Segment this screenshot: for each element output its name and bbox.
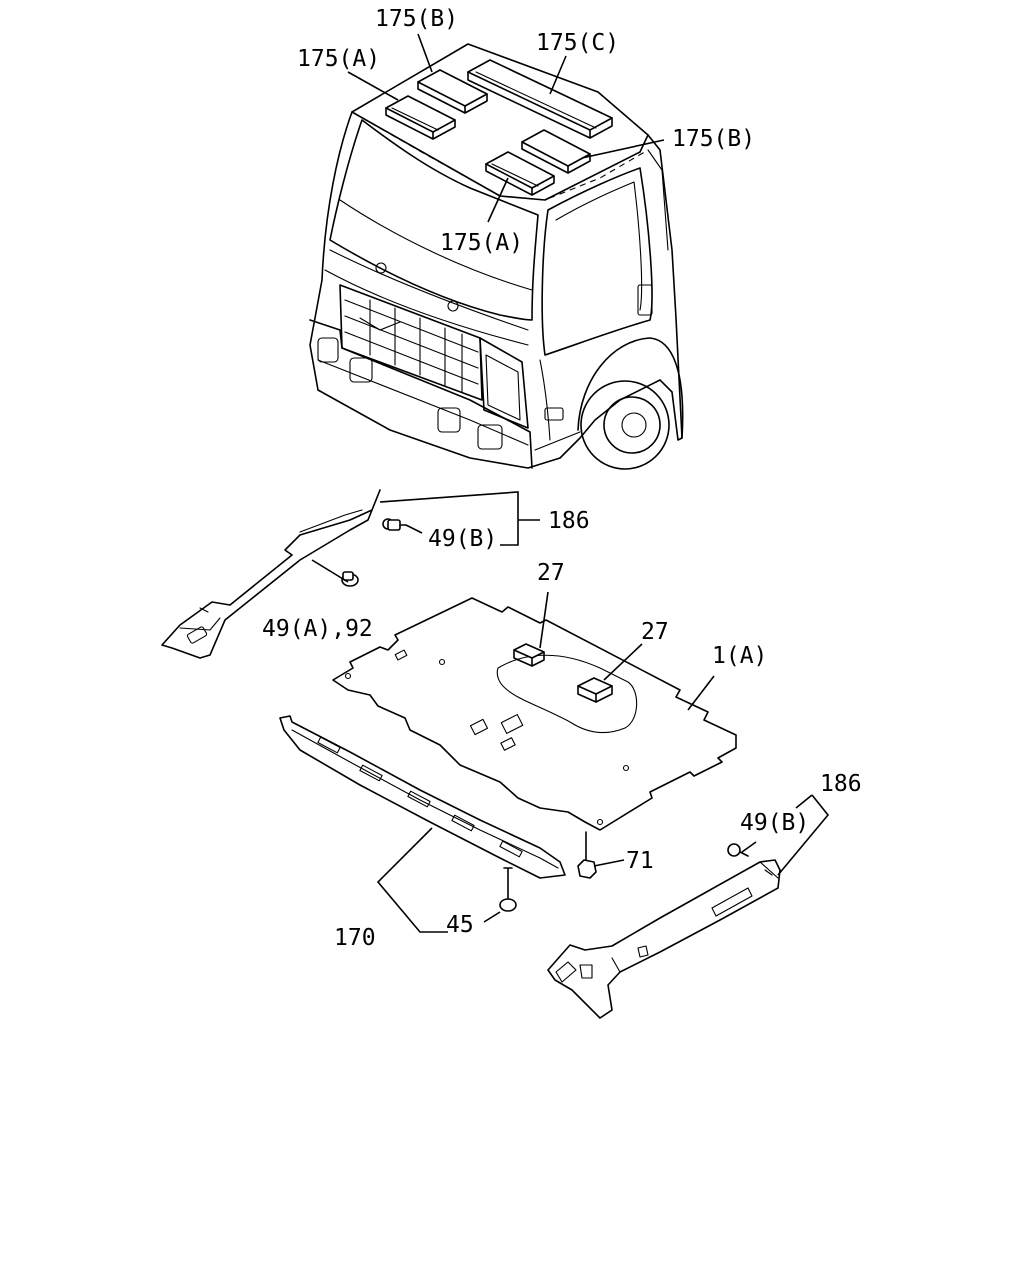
pad-175b-front — [417, 69, 488, 114]
pad-175a-rear — [485, 151, 555, 196]
roof-pads — [385, 59, 613, 196]
callout-27-a: 27 — [537, 560, 565, 586]
callout-45: 45 — [446, 912, 474, 938]
leader-lines — [311, 33, 830, 933]
callout-49a-92: 49(A),92 — [262, 616, 373, 642]
clip-49b-bottom — [727, 843, 749, 857]
pad-175c — [467, 59, 613, 139]
callout-175a-mid: 175(A) — [440, 230, 523, 256]
callout-1a: 1(A) — [712, 643, 767, 669]
callout-labels: 175(B) 175(A) 175(C) 175(B) 175(A) 186 4… — [262, 6, 862, 951]
right-pillar-trim — [547, 843, 781, 1019]
left-pillar-trim — [161, 489, 407, 659]
pad-27-a — [513, 643, 545, 667]
pad-27-b — [577, 677, 613, 703]
callout-175b-top: 175(B) — [375, 6, 458, 32]
pad-175b-rear — [521, 129, 591, 174]
pad-175a-front — [385, 95, 456, 140]
callout-49b-top: 49(B) — [428, 526, 497, 552]
callout-175b-right: 175(B) — [672, 126, 755, 152]
callout-186-top: 186 — [548, 508, 590, 534]
screw-45 — [499, 867, 517, 912]
truck-cab — [309, 43, 684, 470]
callout-27-b: 27 — [641, 619, 669, 645]
header-trim-170 — [279, 715, 597, 912]
callout-49b-bottom: 49(B) — [740, 810, 809, 836]
callout-175c: 175(C) — [536, 30, 619, 56]
callout-71: 71 — [626, 848, 654, 874]
callout-186-bottom: 186 — [820, 771, 862, 797]
screw-49a-92 — [341, 571, 359, 587]
callout-170: 170 — [334, 925, 376, 951]
callout-175a-top: 175(A) — [297, 46, 380, 72]
headliner-1a — [332, 597, 737, 831]
clip-49b-top — [382, 518, 407, 531]
clip-71 — [577, 831, 597, 879]
